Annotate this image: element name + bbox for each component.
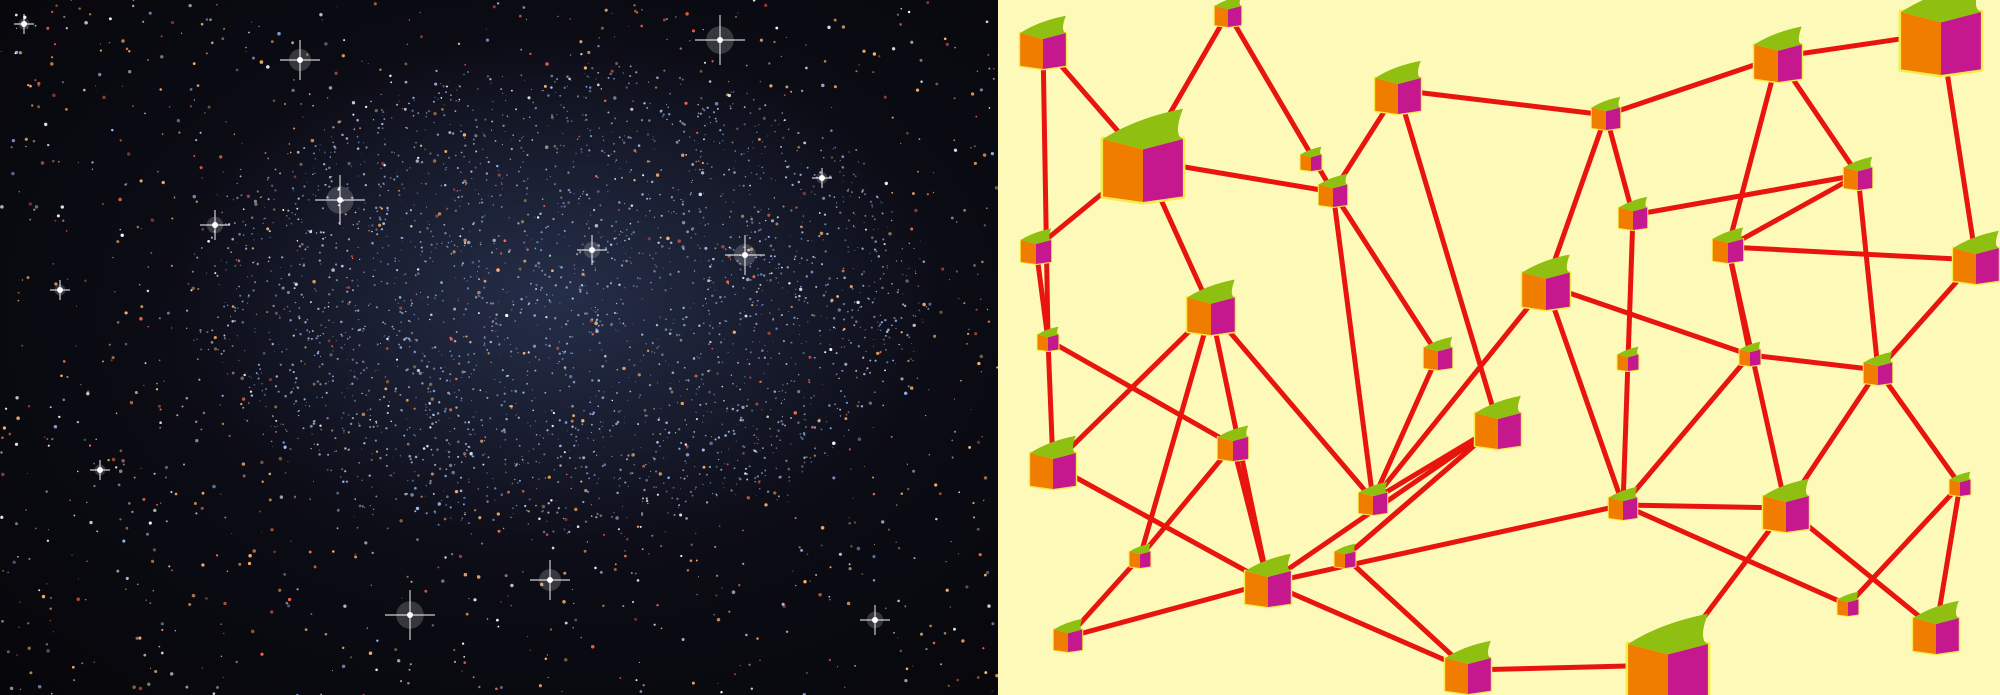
cube-node (1422, 336, 1454, 371)
bright-star (695, 15, 745, 65)
cube-node (1299, 146, 1323, 172)
bright-star (50, 280, 70, 300)
network-edge (1725, 172, 1861, 250)
network-edge (1603, 54, 1781, 118)
cube-node (1019, 228, 1053, 265)
cube-node (1520, 254, 1572, 312)
cube-node (1842, 156, 1874, 191)
bright-star (725, 235, 765, 275)
cube-node (1243, 553, 1293, 609)
cube-node (1711, 227, 1745, 264)
cube-node (1625, 613, 1711, 695)
cube-node (1333, 543, 1357, 569)
network-edge (1630, 172, 1861, 218)
cube-network-illustration (998, 0, 2000, 695)
network-nodes (1018, 0, 2000, 695)
network-edge (1050, 462, 1271, 586)
network-edge (1330, 189, 1441, 358)
cube-node (1473, 395, 1523, 451)
network-edge (1603, 112, 1636, 218)
network-edge (1620, 352, 1753, 508)
bright-star (14, 14, 34, 34)
cube-node (1100, 108, 1186, 205)
network-edge (1342, 554, 1471, 673)
network-edge (1747, 352, 1881, 373)
bright-star (200, 210, 230, 240)
network-edge (1265, 502, 1626, 586)
cube-node (1761, 478, 1811, 534)
network-edge (1065, 580, 1271, 640)
network-edge (1625, 212, 1636, 363)
bright-star (280, 40, 320, 80)
network-edge (1845, 482, 1963, 608)
cube-node (1752, 26, 1804, 84)
bright-star (385, 590, 435, 640)
network-edge (1395, 87, 1501, 428)
network-edge (1620, 357, 1631, 508)
network-edge (1137, 442, 1236, 560)
network-edge (1230, 442, 1271, 586)
network-edge (1208, 307, 1376, 503)
space-star-field-image (0, 0, 998, 695)
cube-node (1951, 230, 2000, 286)
network-edge (1370, 352, 1441, 503)
network-edge (1855, 172, 1881, 373)
network-edge (1620, 502, 1851, 608)
cube-node (1862, 351, 1894, 386)
network-edge (1265, 580, 1471, 673)
cube-node (1607, 486, 1639, 521)
cube-node (1373, 60, 1423, 116)
star-field-canvas (0, 0, 998, 695)
network-edge (1045, 337, 1236, 448)
cube-node (1590, 96, 1622, 131)
cube-node (1128, 543, 1152, 569)
network-edge (1342, 422, 1501, 560)
bright-star (812, 168, 832, 188)
network-diagram-canvas (1018, 0, 2000, 695)
stars (0, 0, 998, 695)
network-edge (1725, 244, 1789, 511)
network-edge (1137, 307, 1214, 560)
cube-node (1185, 279, 1237, 337)
network-edge (1543, 282, 1626, 508)
bright-star (315, 175, 365, 225)
network-edge (1395, 87, 1609, 118)
cube-node (1018, 15, 1068, 71)
network-edge (1543, 282, 1753, 358)
network-edge (1725, 244, 1979, 263)
network-edge (1040, 42, 1051, 343)
cube-node (1357, 481, 1389, 516)
cube-node (1738, 341, 1762, 367)
network-edge (1370, 282, 1549, 503)
network-edge (1330, 189, 1376, 503)
bright-star (860, 605, 890, 635)
network-edge (1875, 367, 1963, 488)
cube-node (1911, 600, 1961, 656)
cube-node (1317, 173, 1349, 208)
cube-node (1213, 0, 1243, 28)
cube-node (1836, 591, 1860, 617)
network-edge (1783, 505, 1939, 633)
cube-node (1948, 471, 1972, 497)
cube-node (1617, 196, 1649, 231)
network-edge (1543, 112, 1609, 288)
cube-node (1616, 346, 1640, 372)
cube-node (1036, 326, 1060, 352)
cube-node (1052, 618, 1084, 653)
bright-star (530, 560, 570, 600)
cube-node (1028, 435, 1078, 491)
bright-star (90, 460, 110, 480)
cube-node (1443, 640, 1493, 695)
network-edge (1620, 502, 1789, 511)
bright-star (577, 235, 607, 265)
cube-node (1898, 0, 1984, 78)
network-edge (1725, 54, 1781, 250)
cube-node (1216, 425, 1250, 462)
